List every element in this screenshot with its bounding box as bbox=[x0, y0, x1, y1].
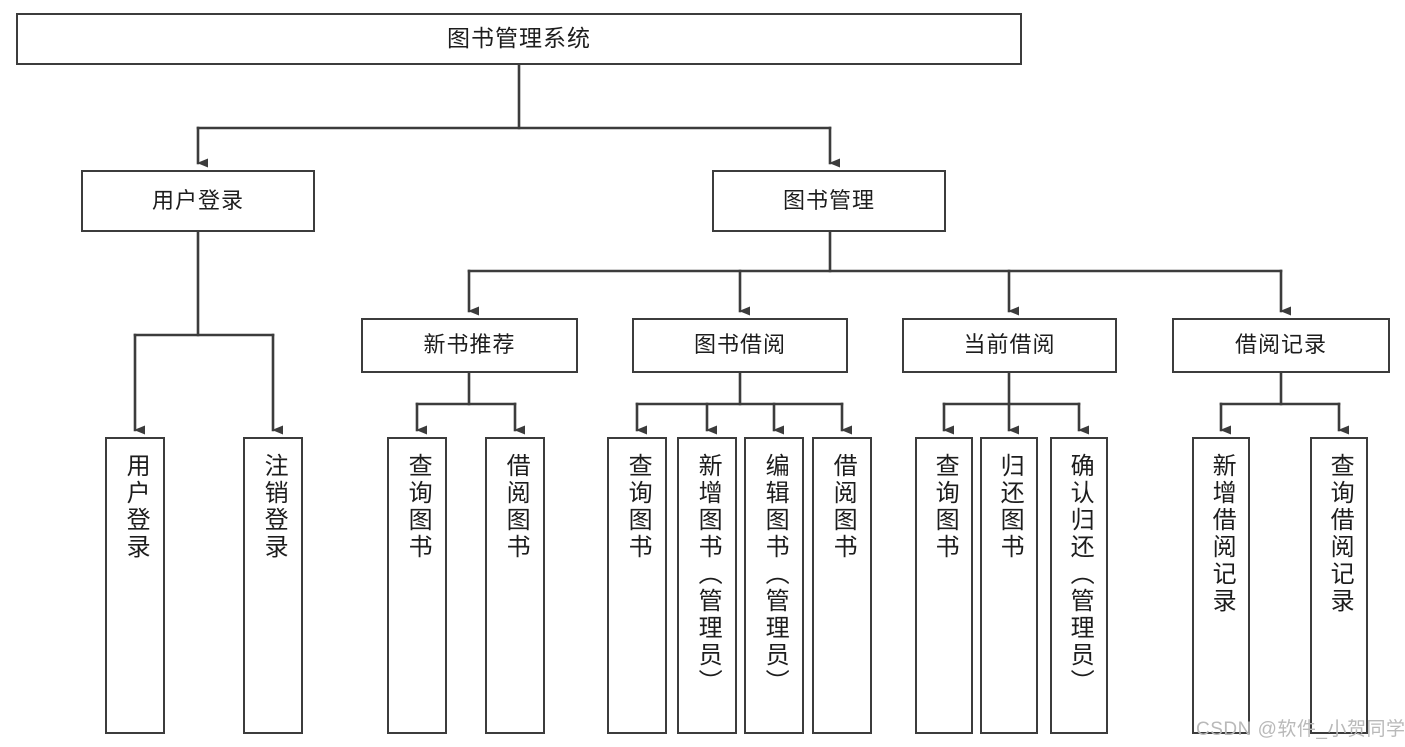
leaf-query-borrow-record[interactable]: 查询借阅记录 bbox=[1310, 437, 1368, 734]
node-current-borrow-label: 当前借阅 bbox=[963, 332, 1056, 358]
leaf-return-book-label: 归还图书 bbox=[996, 453, 1024, 561]
leaf-add-book-admin-label: 新增图书（管理员） bbox=[694, 453, 722, 696]
leaf-query-book-cur-label: 查询图书 bbox=[931, 453, 959, 561]
node-book-borrow[interactable]: 图书借阅 bbox=[632, 318, 848, 373]
leaf-borrow-book[interactable]: 借阅图书 bbox=[812, 437, 872, 734]
node-new-book-rec-label: 新书推荐 bbox=[423, 332, 516, 358]
leaf-borrow-book-rec-label: 借阅图书 bbox=[502, 453, 530, 561]
node-new-book-rec[interactable]: 新书推荐 bbox=[361, 318, 578, 373]
leaf-edit-book-admin-label: 编辑图书（管理员） bbox=[761, 453, 789, 696]
leaf-query-book-rec-label: 查询图书 bbox=[404, 453, 432, 561]
node-user-login-label: 用户登录 bbox=[151, 187, 244, 213]
leaf-user-login-label: 用户登录 bbox=[122, 453, 150, 561]
leaf-query-book-rec[interactable]: 查询图书 bbox=[387, 437, 447, 734]
leaf-user-logout[interactable]: 注销登录 bbox=[243, 437, 303, 734]
leaf-user-logout-label: 注销登录 bbox=[260, 453, 288, 561]
node-root[interactable]: 图书管理系统 bbox=[16, 13, 1022, 65]
node-book-manage-label: 图书管理 bbox=[782, 187, 875, 213]
leaf-edit-book-admin[interactable]: 编辑图书（管理员） bbox=[744, 437, 804, 734]
node-user-login[interactable]: 用户登录 bbox=[81, 170, 315, 232]
leaf-add-book-admin[interactable]: 新增图书（管理员） bbox=[677, 437, 737, 734]
leaf-confirm-return-admin[interactable]: 确认归还（管理员） bbox=[1050, 437, 1108, 734]
node-borrow-record-label: 借阅记录 bbox=[1234, 332, 1327, 358]
node-borrow-record[interactable]: 借阅记录 bbox=[1172, 318, 1390, 373]
leaf-borrow-book-rec[interactable]: 借阅图书 bbox=[485, 437, 545, 734]
leaf-query-borrow-record-label: 查询借阅记录 bbox=[1326, 453, 1354, 615]
leaf-return-book[interactable]: 归还图书 bbox=[980, 437, 1038, 734]
leaf-borrow-book-label: 借阅图书 bbox=[829, 453, 857, 561]
leaf-add-borrow-record[interactable]: 新增借阅记录 bbox=[1192, 437, 1250, 734]
node-book-borrow-label: 图书借阅 bbox=[693, 332, 786, 358]
node-current-borrow[interactable]: 当前借阅 bbox=[902, 318, 1117, 373]
node-book-manage[interactable]: 图书管理 bbox=[712, 170, 946, 232]
leaf-confirm-return-admin-label: 确认归还（管理员） bbox=[1066, 453, 1094, 696]
leaf-query-book-borrow[interactable]: 查询图书 bbox=[607, 437, 667, 734]
leaf-query-book-cur[interactable]: 查询图书 bbox=[915, 437, 973, 734]
leaf-user-login[interactable]: 用户登录 bbox=[105, 437, 165, 734]
leaf-add-borrow-record-label: 新增借阅记录 bbox=[1208, 453, 1236, 615]
node-root-label: 图书管理系统 bbox=[447, 25, 591, 52]
leaf-query-book-borrow-label: 查询图书 bbox=[624, 453, 652, 561]
